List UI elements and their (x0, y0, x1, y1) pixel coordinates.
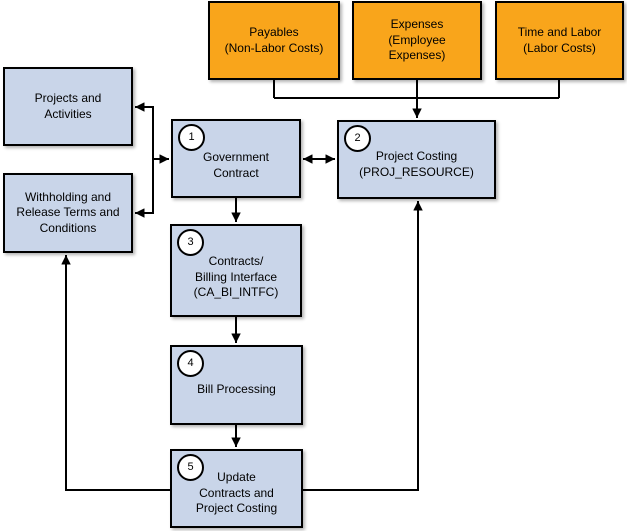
contracts-billing-interface-box: 3 Contracts/ Billing Interface (CA_BI_IN… (170, 224, 302, 317)
projects-and-activities-box: Projects and Activities (3, 67, 133, 146)
bill-processing-label: Bill Processing (197, 382, 276, 397)
step-3-badge: 3 (177, 229, 204, 256)
expenses-box: Expenses (Employee Expenses) (352, 1, 482, 80)
expenses-label: Expenses (Employee Expenses) (388, 17, 446, 63)
project-costing-box: 2 Project Costing (PROJ_RESOURCE) (337, 120, 496, 199)
step-1-badge: 1 (178, 124, 205, 151)
contracts-billing-interface-label: Contracts/ Billing Interface (CA_BI_INTF… (193, 254, 279, 300)
time-and-labor-label: Time and Labor (Labor Costs) (517, 24, 602, 55)
update-contracts-box: 5 Update Contracts and Project Costing (170, 449, 303, 528)
arrow-update-to-project-costing (303, 201, 423, 491)
update-contracts-label: Update Contracts and Project Costing (195, 470, 278, 516)
step-2-badge: 2 (344, 125, 371, 152)
arrow-update-to-withholding (61, 255, 170, 491)
payables-label: Payables (Non-Labor Costs) (224, 24, 324, 55)
projects-and-activities-label: Projects and Activities (34, 90, 102, 121)
government-contract-box: 1 Government Contract (171, 119, 301, 198)
withholding-label: Withholding and Release Terms and Condit… (16, 189, 120, 235)
step-4-badge: 4 (177, 350, 204, 377)
step-5-badge: 5 (177, 454, 204, 481)
bill-processing-box: 4 Bill Processing (170, 345, 303, 425)
government-contract-label: Government Contract (202, 149, 270, 180)
payables-box: Payables (Non-Labor Costs) (208, 1, 340, 80)
withholding-box: Withholding and Release Terms and Condit… (3, 173, 133, 253)
time-and-labor-box: Time and Labor (Labor Costs) (495, 1, 624, 80)
project-costing-label: Project Costing (PROJ_RESOURCE) (359, 148, 474, 179)
